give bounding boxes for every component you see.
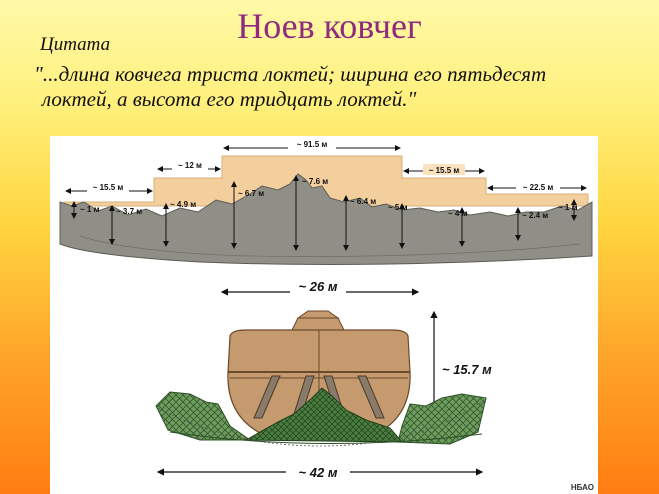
dim-label-12m: ~ 12 м: [178, 161, 202, 170]
cross-section: ~ 26 м ~ 15.7 м: [155, 279, 594, 492]
side-view: ~ 12 м ~ 91.5 м ~ 15.5 м ~ 15.5 м ~ 22.5…: [59, 139, 593, 265]
depth-label-1: ~ 1 м: [80, 205, 100, 214]
depth-label-9: ~ 2.4 м: [522, 211, 548, 220]
depth-label-7: ~ 5 м: [388, 203, 408, 212]
depth-label-10: ~ 1 м: [558, 203, 578, 212]
quote-text: "...длина ковчега триста локтей; ширина …: [34, 62, 547, 111]
width-bottom-label: ~ 42 м: [299, 465, 338, 480]
dim-label-15m-left: ~ 15.5 м: [93, 183, 124, 192]
ark-cross-roof: [296, 310, 340, 319]
ark-diagram: ~ 12 м ~ 91.5 м ~ 15.5 м ~ 15.5 м ~ 22.5…: [50, 136, 598, 494]
dim-label-91m: ~ 91.5 м: [297, 140, 328, 149]
width-top-label: ~ 26 м: [299, 279, 338, 294]
depth-label-4: ~ 6.7 м: [238, 189, 264, 198]
quote-heading: Цитата: [40, 34, 111, 55]
depth-label-5: ~ 7.6 м: [302, 177, 328, 186]
depth-label-8: ~ 4 м: [448, 209, 468, 218]
credit-text: НБАО: [571, 483, 594, 492]
depth-label-3: ~ 4.9 м: [170, 200, 196, 209]
dim-label-15m-right: ~ 15.5 м: [429, 166, 460, 175]
slide-title: Ноев ковчег: [237, 6, 422, 46]
dim-label-22m: ~ 22.5 м: [523, 183, 554, 192]
height-label: ~ 15.7 м: [442, 362, 492, 377]
depth-label-6: ~ 6.4 м: [350, 197, 376, 206]
depth-label-2: ~ 3.7 м: [116, 207, 142, 216]
